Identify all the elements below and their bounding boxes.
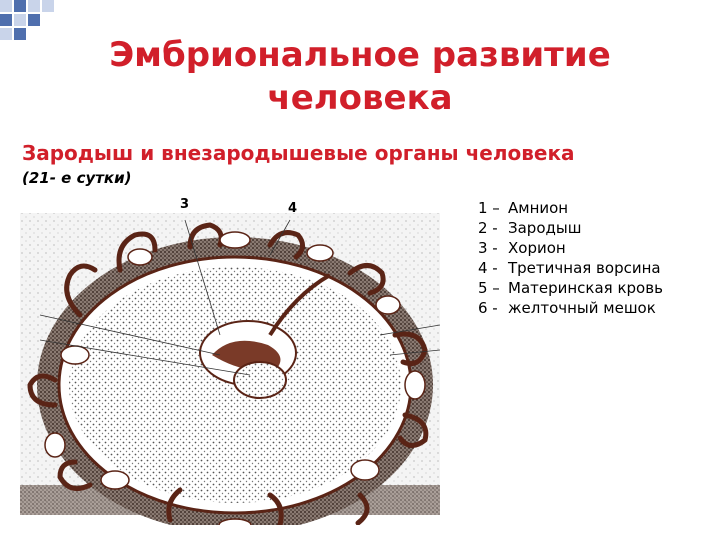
- leader-lines: [39, 219, 441, 376]
- legend-list: 1 – Амнион 2 - Зародыш 3 - Хорион 4 - Тр…: [478, 198, 663, 318]
- figure-label-3: 3: [180, 197, 190, 212]
- connecting-stalk: [268, 273, 331, 337]
- decor-square: [14, 0, 26, 12]
- legend-item: 6 - желточный мешок: [478, 298, 663, 318]
- decor-square: [28, 14, 40, 26]
- legend-item: 3 - Хорион: [478, 238, 663, 258]
- day-note: (21- е сутки): [22, 169, 132, 187]
- legend-text: Зародыш: [508, 219, 582, 237]
- decor-square: [0, 14, 12, 26]
- legend-number: 4 -: [478, 259, 498, 277]
- legend-item: 2 - Зародыш: [478, 218, 663, 238]
- legend-text: Хорион: [508, 239, 566, 257]
- decor-square: [0, 0, 12, 12]
- legend-text: желточный мешок: [508, 299, 656, 317]
- embryo-diagram: 3 4: [20, 195, 441, 533]
- embryo-illustration: [20, 213, 441, 533]
- decor-square: [14, 28, 26, 40]
- legend-text: Амнион: [508, 199, 569, 217]
- slide-title: Эмбриональное развитие человека: [109, 35, 611, 118]
- decor-square: [14, 14, 26, 26]
- tertiary-villi: [27, 222, 429, 528]
- yolk-sac: [233, 361, 287, 399]
- legend-number: 3 -: [478, 239, 498, 257]
- legend-text: Третичная ворсина: [508, 259, 661, 277]
- legend-item: 1 – Амнион: [478, 198, 663, 218]
- slide-subtitle: Зародыш и внезародышевые органы человека: [22, 141, 575, 165]
- legend-number: 6 -: [478, 299, 498, 317]
- legend-text: Материнская кровь: [508, 279, 663, 297]
- legend-number: 5 –: [478, 279, 500, 297]
- legend-item: 4 - Третичная ворсина: [478, 258, 663, 278]
- decor-square: [0, 28, 12, 40]
- decor-square: [42, 0, 54, 12]
- legend-item: 5 – Материнская кровь: [478, 278, 663, 298]
- figure-label-4: 4: [288, 201, 298, 216]
- legend-number: 1 –: [478, 199, 500, 217]
- decor-square: [28, 0, 40, 12]
- decorative-squares: [0, 0, 60, 50]
- legend-number: 2 -: [478, 219, 498, 237]
